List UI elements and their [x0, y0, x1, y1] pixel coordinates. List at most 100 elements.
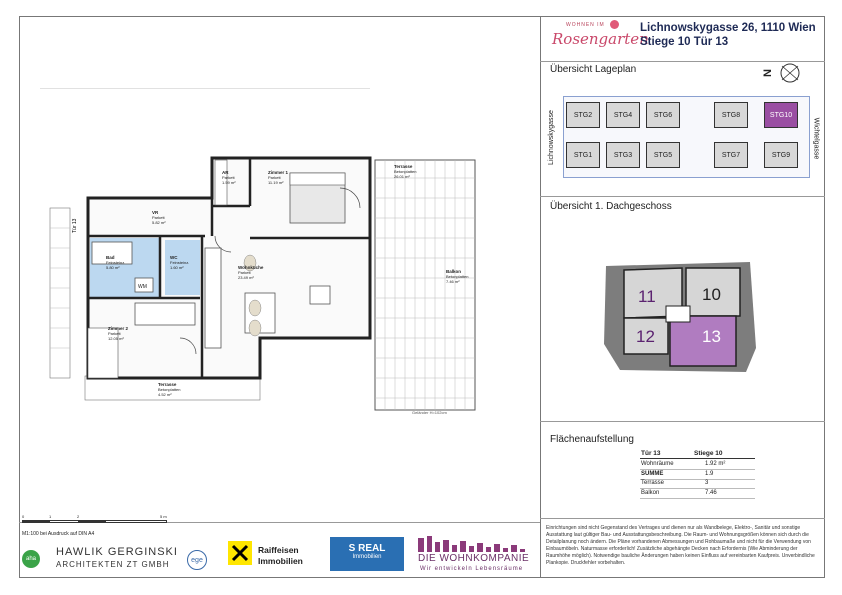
lageplan-building-stg5: STG5 — [646, 142, 680, 168]
compass-label: N — [761, 69, 774, 77]
room-terrasse-area: 26.01 m² — [394, 174, 410, 179]
room-balkon-name: Balkon — [446, 269, 461, 274]
lageplan-building-label: STG7 — [721, 151, 741, 159]
architect-line2: ARCHITEKTEN ZT GMBH — [56, 560, 170, 569]
flaechen-row-rule — [640, 497, 755, 499]
flaechen-row-label: SUMME — [641, 470, 664, 477]
room-wc-floor: Feinsteinz. — [170, 260, 189, 265]
header-divider — [540, 61, 825, 62]
lageplan-building-label: STG3 — [613, 151, 633, 159]
compass-icon: N — [762, 61, 800, 85]
room-vr-area: 5.82 m² — [152, 220, 166, 225]
address-line1: Lichnowskygasse 26, 1110 Wien — [640, 22, 816, 34]
scale-tick-0: 0 — [22, 514, 25, 519]
unit-10-shape — [685, 267, 741, 317]
flaechen-divider — [540, 518, 825, 519]
flaechen-header-rule — [640, 458, 755, 459]
room-balkon-area: 7.46 m² — [446, 279, 460, 284]
raiffeisen-line2: Immobilien — [258, 556, 303, 566]
lageplan-building-stg7: STG7 — [714, 142, 748, 168]
room-terrasse2-name: Terrasse — [158, 382, 177, 387]
sheet-frame — [19, 16, 825, 578]
wohnkompanie-bars-icon — [418, 536, 528, 552]
unit-12-shape — [623, 317, 669, 355]
lageplan-building-label: STG10 — [769, 111, 793, 119]
sreal-line1: S REAL — [348, 543, 386, 554]
room-zimmer1-area: 11.19 m² — [268, 180, 284, 185]
flaechen-row-rule — [640, 469, 755, 470]
aha-logo-text: aha — [25, 556, 36, 562]
lageplan-building-stg4: STG4 — [606, 102, 640, 128]
room-terrasse2-area: 4.52 m² — [158, 392, 172, 397]
room-terrasse2-floor: Betonplatten — [158, 387, 180, 392]
wardrobe-2 — [87, 327, 119, 379]
room-wc-name: WC — [170, 255, 178, 260]
room-bad-area: 5.80 m² — [106, 265, 120, 270]
lageplan-building-label: STG6 — [653, 111, 673, 119]
room-wohnkueche-area: 23.49 m² — [238, 275, 254, 280]
flaechen-row-rule — [640, 488, 755, 489]
room-bad-floor: Feinsteinz. — [106, 260, 125, 265]
bathtub — [91, 241, 133, 265]
flaechen-row-value: 7.46 — [705, 489, 717, 496]
unit-label-10: 10 — [702, 285, 721, 304]
lageplan-building-label: STG1 — [573, 151, 593, 159]
armchair — [309, 285, 331, 305]
door-label: Tür 13 — [72, 218, 78, 233]
sheet-divider — [540, 16, 541, 578]
lageplan-title: Übersicht Lageplan — [550, 64, 637, 75]
lageplan-building-label: STG4 — [613, 111, 633, 119]
room-zimmer1-name: Zimmer 1 — [268, 170, 289, 175]
ege-logo-text: ege — [191, 557, 203, 564]
lageplan-building-stg1: STG1 — [566, 142, 600, 168]
lageplan-building-stg10: STG10 — [764, 102, 798, 128]
unit-label-12: 12 — [636, 327, 655, 346]
lageplan-building-stg9: STG9 — [764, 142, 798, 168]
rose-icon — [610, 20, 619, 29]
scale-bar: 0 1 2 5 m — [22, 514, 172, 527]
room-zimmer2-area: 12.05 m² — [108, 336, 124, 341]
unit-label-13: 13 — [702, 327, 721, 346]
lageplan-building-label: STG2 — [573, 111, 593, 119]
brand-line1: WOHNEN IM — [566, 22, 605, 28]
wardrobe — [214, 159, 228, 206]
raiffeisen-icon — [228, 541, 252, 565]
wc-area — [165, 240, 200, 295]
lageplan-building-label: STG8 — [721, 111, 741, 119]
flaechen-row-rule — [640, 478, 755, 480]
room-terrasse-floor: Betonplatten — [394, 169, 416, 174]
address-line2: Stiege 10 Tür 13 — [640, 36, 729, 48]
dachgeschoss-title: Übersicht 1. Dachgeschoss — [550, 201, 672, 212]
raiffeisen-line1: Raiffeisen — [258, 545, 299, 555]
dachgeschoss-plan: 11 10 12 13 — [604, 262, 756, 372]
lageplan-building-label: STG9 — [771, 151, 791, 159]
room-zimmer2-name: Zimmer 2 — [108, 326, 129, 331]
room-ar-name: AR — [222, 170, 229, 175]
lageplan-building-stg2: STG2 — [566, 102, 600, 128]
flaechen-title: Flächenaufstellung — [550, 434, 634, 445]
scale-note: M1:100 bei Ausdruck auf DIN A4 — [22, 531, 95, 537]
room-zimmer1-floor: Parkett — [268, 175, 282, 180]
room-zimmer2-floor: Parkett — [108, 331, 122, 336]
room-terrasse-name: Terrasse — [394, 164, 413, 169]
desk — [134, 302, 196, 326]
aha-logo: aha — [22, 550, 40, 568]
lageplan-divider — [540, 196, 825, 197]
wm-label: WM — [138, 284, 147, 290]
brand-logo: WOHNEN IM Rosengarten — [552, 20, 649, 56]
lageplan-building-stg3: STG3 — [606, 142, 640, 168]
unit-label-11: 11 — [638, 287, 656, 306]
floor-plan: WM AR Parkett 1.59 m² Zimmer 1 Parkett 1… — [40, 88, 476, 415]
ege-logo: ege — [187, 550, 207, 570]
unit-13-shape — [669, 315, 737, 367]
street-left-label: Lichnowskygasse — [547, 110, 555, 165]
architect-line1: HAWLIK GERGINSKI — [56, 546, 178, 558]
flaechen-header-right: Stiege 10 — [694, 450, 723, 457]
room-ar-floor: Parkett — [222, 175, 236, 180]
room-ar-area: 1.59 m² — [222, 180, 236, 185]
flaechen-row-label: Terrasse — [641, 480, 665, 486]
flaechen-header-left: Tür 13 — [641, 450, 661, 457]
plan-bottom-divider — [19, 522, 540, 523]
flaechen-row-label: Wohnräume — [641, 461, 674, 467]
wohnkompanie-line2: Wir entwickeln Lebensräume — [420, 566, 524, 572]
